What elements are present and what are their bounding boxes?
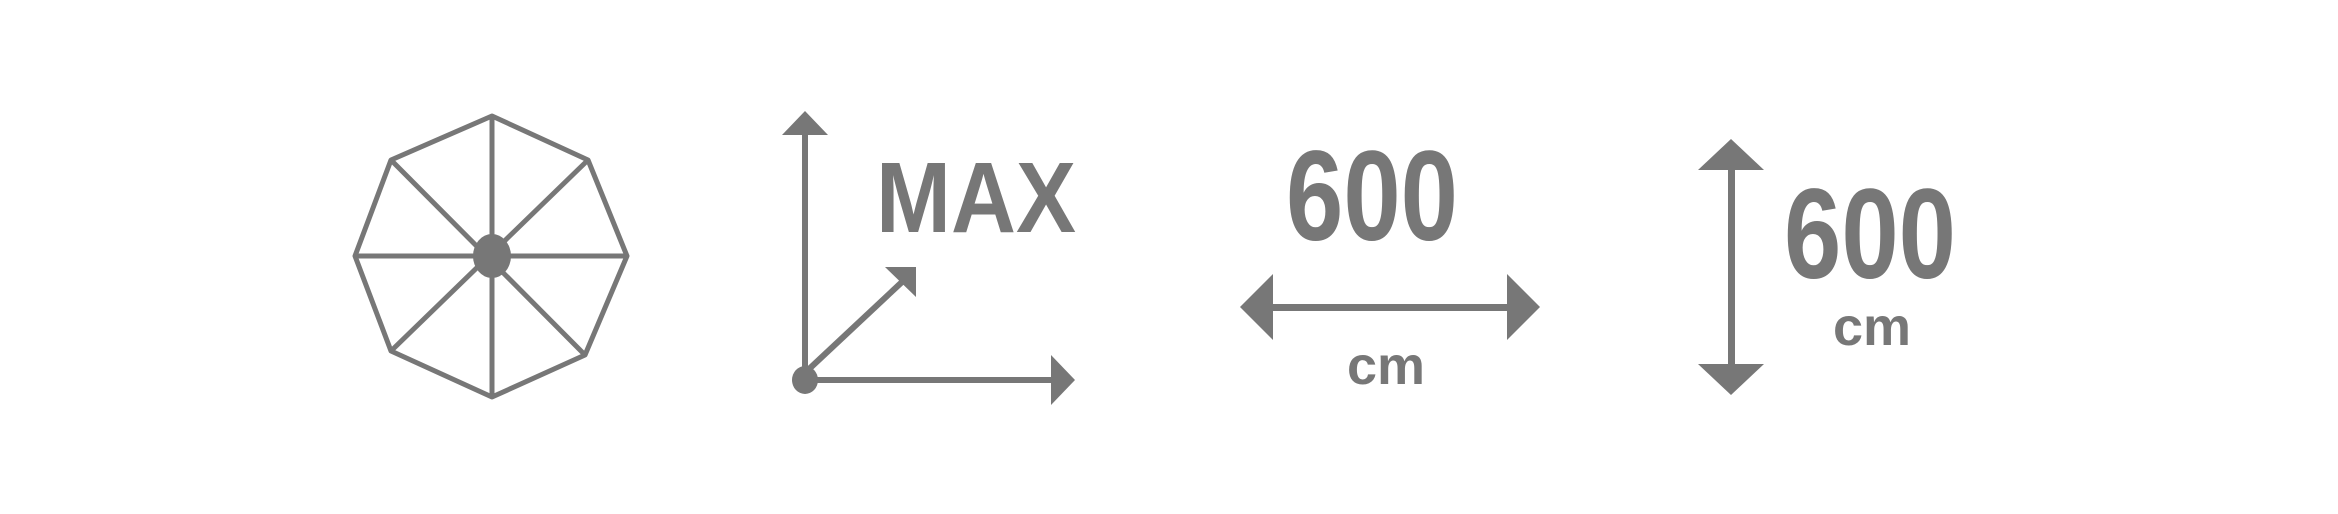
width-value: 600	[1286, 125, 1458, 268]
origin-dot-icon	[792, 366, 818, 394]
double-arrow-horizontal-icon	[1240, 274, 1540, 340]
octagonal-canopy-icon	[352, 113, 630, 400]
height-value: 600	[1784, 163, 1956, 306]
width-unit: cm	[1347, 336, 1425, 396]
max-label: MAX	[876, 142, 1076, 254]
max-dimensions-icon: MAX	[782, 111, 1076, 405]
horizontal-arrow-icon	[805, 355, 1075, 405]
width-icon: 600 cm	[1240, 125, 1540, 396]
height-icon: 600 cm	[1698, 139, 1956, 395]
double-arrow-vertical-icon	[1698, 139, 1764, 395]
height-unit: cm	[1833, 297, 1911, 357]
vertical-arrow-icon	[782, 111, 828, 382]
diagonal-arrow-icon	[805, 267, 916, 373]
